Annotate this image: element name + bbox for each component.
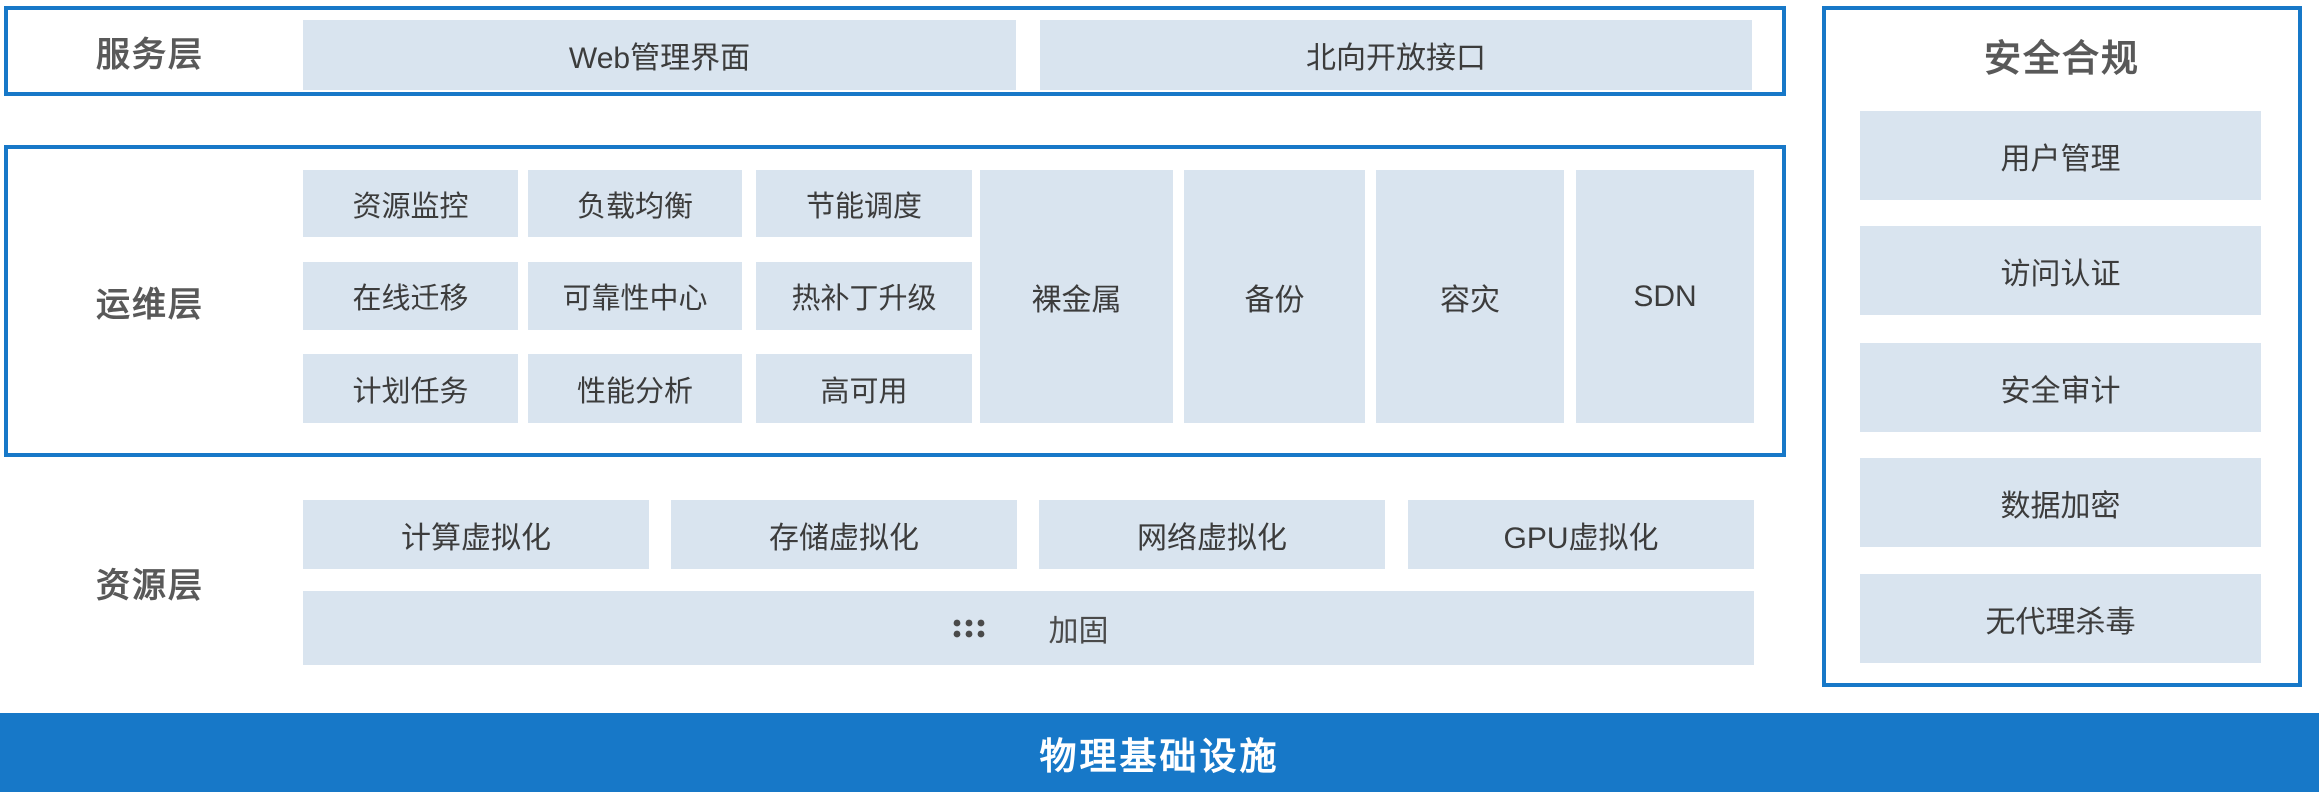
ops-item-resource-monitoring: 资源监控 <box>303 170 518 237</box>
ops-item-scheduled-tasks: 计划任务 <box>303 354 518 423</box>
resource-item-storage-virtualization: 存储虚拟化 <box>671 500 1017 569</box>
ops-item-live-migration: 在线迁移 <box>303 262 518 330</box>
resource-item-compute-virtualization: 计算虚拟化 <box>303 500 649 569</box>
security-item-user-management: 用户管理 <box>1860 111 2261 200</box>
hardening-bar: 加固 <box>303 591 1754 665</box>
resource-item-gpu-virtualization: GPU虚拟化 <box>1408 500 1754 569</box>
security-panel-title: 安全合规 <box>1984 38 2140 79</box>
ops-item-bare-metal: 裸金属 <box>980 170 1173 423</box>
security-item-access-authentication: 访问认证 <box>1860 226 2261 315</box>
security-panel-frame <box>1822 6 2302 687</box>
ops-item-hotpatch-upgrade: 热补丁升级 <box>756 262 972 330</box>
ops-item-sdn: SDN <box>1576 170 1754 423</box>
ops-item-reliability-center: 可靠性中心 <box>528 262 742 330</box>
ops-item-energy-scheduling: 节能调度 <box>756 170 972 237</box>
resource-item-network-virtualization: 网络虚拟化 <box>1039 500 1385 569</box>
ops-layer-frame <box>4 145 1786 457</box>
hardening-label: 加固 <box>1048 615 1109 648</box>
ops-layer-label: 运维层 <box>96 285 204 324</box>
ops-item-backup: 备份 <box>1184 170 1365 423</box>
dots-grid-icon <box>949 614 989 642</box>
physical-infrastructure-bar: 物理基础设施 <box>0 713 2319 792</box>
ops-item-disaster-recovery: 容灾 <box>1376 170 1564 423</box>
resource-layer-label: 资源层 <box>96 567 204 605</box>
ops-item-load-balancing: 负载均衡 <box>528 170 742 237</box>
security-item-agentless-antivirus: 无代理杀毒 <box>1860 574 2261 663</box>
service-item-web-management: Web管理界面 <box>303 20 1016 90</box>
service-layer-label: 服务层 <box>96 35 204 74</box>
ops-item-high-availability: 高可用 <box>756 354 972 423</box>
security-item-data-encryption: 数据加密 <box>1860 458 2261 547</box>
service-layer-frame <box>4 6 1786 96</box>
service-item-northbound-api: 北向开放接口 <box>1040 20 1752 90</box>
security-item-security-audit: 安全审计 <box>1860 343 2261 432</box>
ops-item-performance-analysis: 性能分析 <box>528 354 742 423</box>
